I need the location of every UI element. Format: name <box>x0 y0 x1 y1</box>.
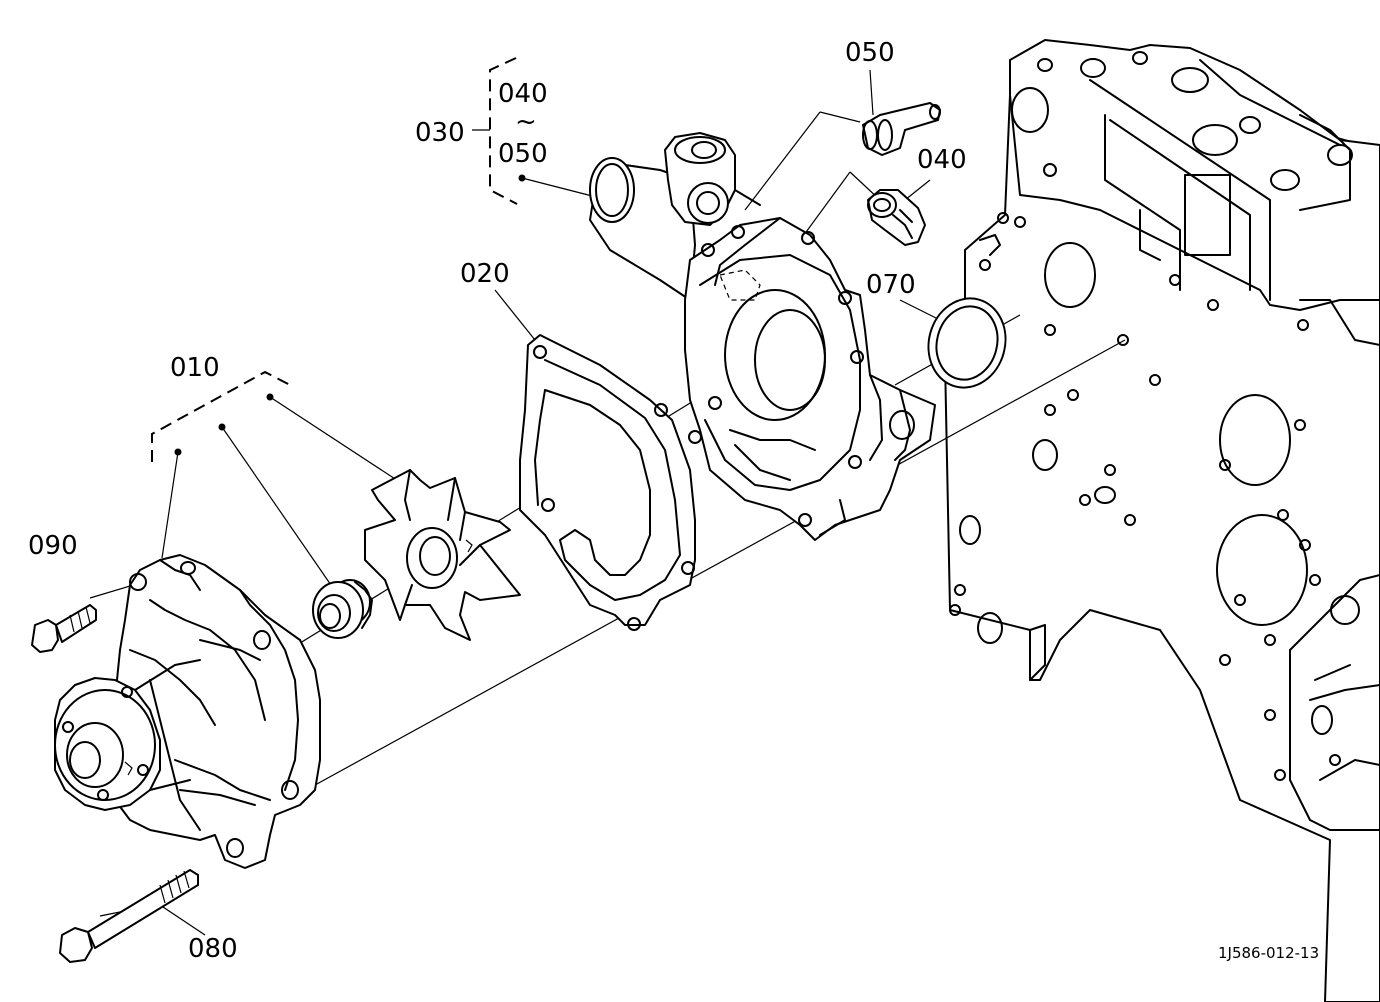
label-050-range-end: 050 <box>498 139 548 169</box>
bolt-090 <box>31 604 97 653</box>
bolt-080 <box>59 869 199 963</box>
mechanical-seal <box>312 579 373 639</box>
label-range-tilde: ~ <box>515 107 537 137</box>
label-030: 030 <box>415 118 465 148</box>
elbow-pipe-050 <box>862 102 941 156</box>
plate-bolt-holes <box>949 212 1341 781</box>
water-pump-body <box>54 554 321 869</box>
label-010: 010 <box>170 353 220 383</box>
gasket <box>519 334 696 631</box>
label-090: 090 <box>28 531 78 561</box>
label-020: 020 <box>460 259 510 289</box>
group-bracket-010 <box>151 370 291 462</box>
label-050: 050 <box>845 38 895 68</box>
impeller <box>364 469 521 641</box>
o-ring-070 <box>927 297 1007 389</box>
part-labels: 010 020 030 040 ~ 050 050 040 070 080 09… <box>28 38 1319 964</box>
pump-housing <box>589 132 936 541</box>
group-bracket-030 <box>489 57 518 205</box>
label-070: 070 <box>866 270 916 300</box>
label-040-range-start: 040 <box>498 79 548 109</box>
drawing-code: 1J586-012-13 <box>1218 944 1319 962</box>
engine-block <box>944 39 1380 1002</box>
label-080: 080 <box>188 934 238 964</box>
label-040: 040 <box>917 145 967 175</box>
fitting-040 <box>867 189 926 246</box>
